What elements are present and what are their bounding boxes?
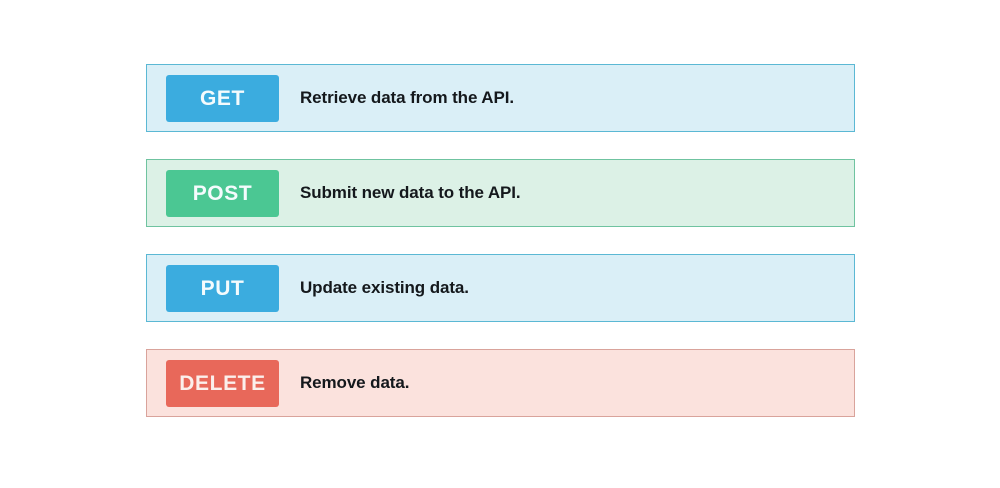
method-description: Retrieve data from the API.	[300, 88, 514, 107]
http-method-table: GET Retrieve data from the API. POST Sub…	[146, 64, 855, 417]
method-description: Submit new data to the API.	[300, 183, 521, 202]
method-badge-put: PUT	[166, 264, 279, 312]
method-badge-post: POST	[166, 169, 279, 217]
method-badge-get: GET	[166, 74, 279, 122]
method-badge-delete: DELETE	[166, 359, 279, 407]
table-row: PUT Update existing data.	[146, 254, 855, 322]
table-row: DELETE Remove data.	[146, 349, 855, 417]
method-description: Update existing data.	[300, 278, 469, 297]
method-description: Remove data.	[300, 373, 410, 392]
table-row: POST Submit new data to the API.	[146, 159, 855, 227]
table-row: GET Retrieve data from the API.	[146, 64, 855, 132]
